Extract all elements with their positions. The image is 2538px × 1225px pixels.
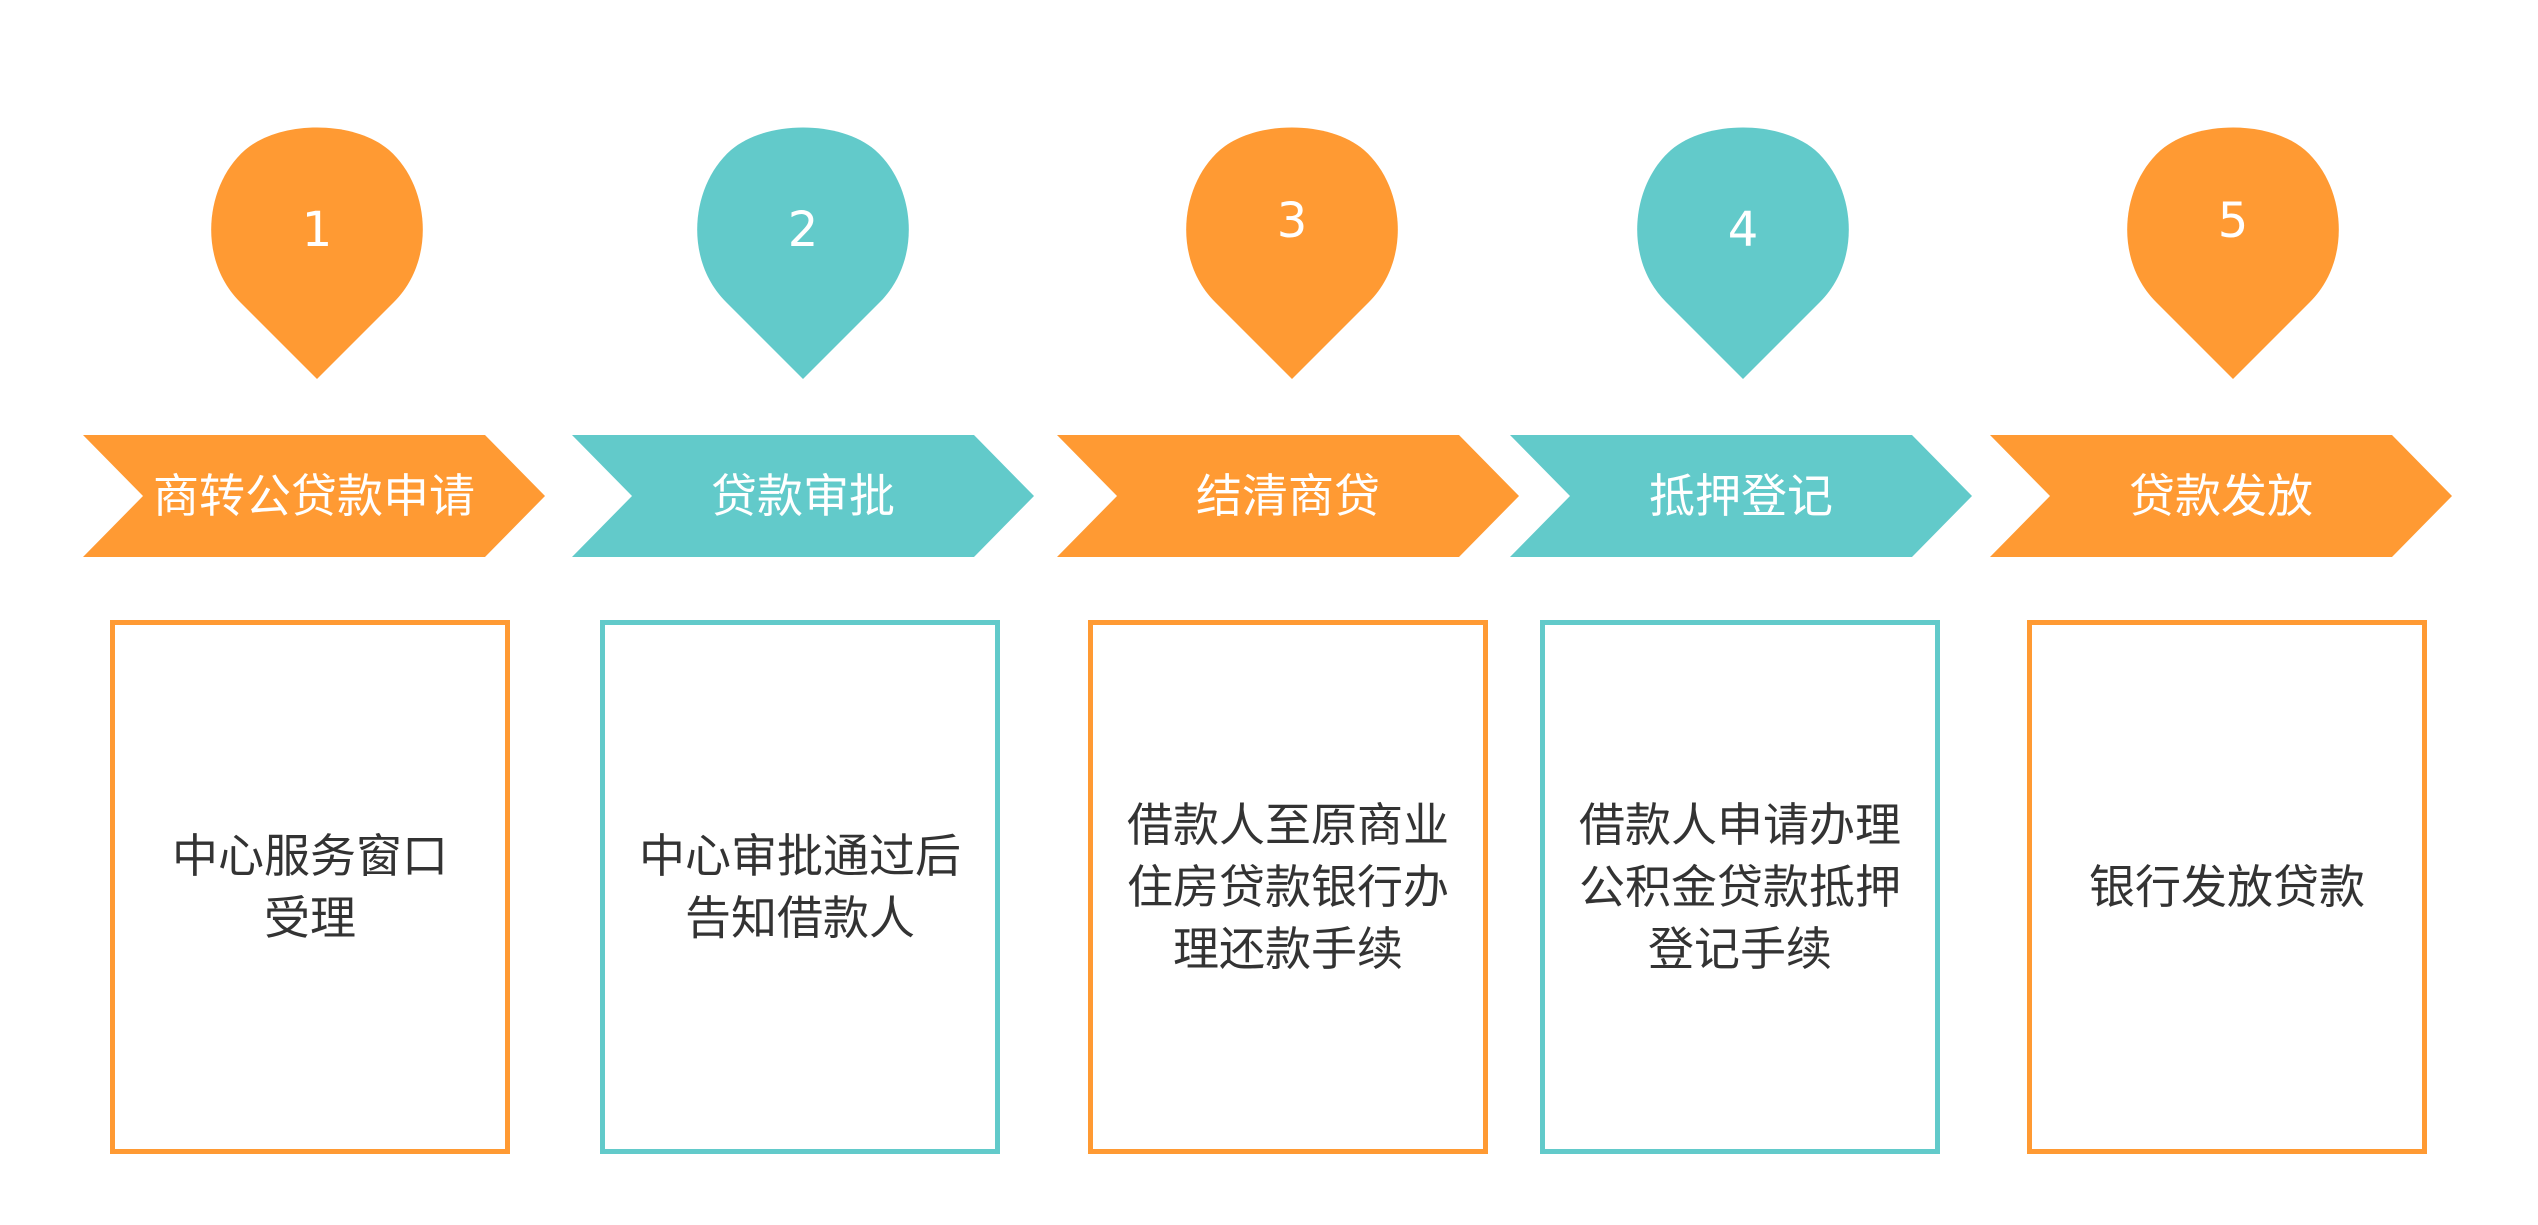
step-5-number: 5 bbox=[2217, 193, 2249, 249]
step-3-chevron-shape bbox=[1057, 435, 1519, 557]
step-4-title: 抵押登记 bbox=[1649, 469, 1833, 523]
step-1-title: 商转公贷款申请 bbox=[153, 469, 475, 523]
step-3-marker: 3 bbox=[1180, 115, 1404, 379]
step-4-number: 4 bbox=[1727, 202, 1759, 258]
step-1-description-box: 中心服务窗口受理 bbox=[110, 620, 510, 1154]
step-5-chevron-shape bbox=[1990, 435, 2452, 557]
step-3-header: 结清商贷 bbox=[1057, 435, 1519, 557]
step-5-marker: 5 bbox=[2121, 115, 2345, 379]
step-2-description: 中心审批通过后告知借款人 bbox=[639, 829, 961, 945]
step-3-pin-shape bbox=[1186, 127, 1398, 379]
step-1-chevron-shape bbox=[83, 435, 545, 557]
step-1-marker: 1 bbox=[205, 115, 429, 379]
step-1-pin-shape bbox=[211, 127, 423, 379]
step-3-description-box: 借款人至原商业住房贷款银行办理还款手续 bbox=[1088, 620, 1488, 1154]
step-5-pin-shape bbox=[2127, 127, 2339, 379]
step-1-description: 中心服务窗口受理 bbox=[172, 829, 448, 945]
step-4-description-box: 借款人申请办理公积金贷款抵押登记手续 bbox=[1540, 620, 1940, 1154]
step-2-header: 贷款审批 bbox=[572, 435, 1034, 557]
step-4-marker: 4 bbox=[1631, 115, 1855, 379]
step-3-number: 3 bbox=[1276, 193, 1308, 249]
step-2-number: 2 bbox=[787, 202, 819, 258]
step-2-title: 贷款审批 bbox=[711, 469, 895, 523]
step-4-header: 抵押登记 bbox=[1510, 435, 1972, 557]
step-5-header: 贷款发放 bbox=[1990, 435, 2452, 557]
step-1-number: 1 bbox=[301, 202, 333, 258]
step-5-title: 贷款发放 bbox=[2129, 469, 2313, 523]
step-4-description: 借款人申请办理公积金贷款抵押登记手续 bbox=[1579, 798, 1901, 976]
step-1-header: 商转公贷款申请 bbox=[83, 435, 545, 557]
step-2-description-box: 中心审批通过后告知借款人 bbox=[600, 620, 1000, 1154]
step-4-chevron-shape bbox=[1510, 435, 1972, 557]
step-2-pin-shape bbox=[697, 127, 909, 379]
step-2-chevron-shape bbox=[572, 435, 1034, 557]
step-5-description: 银行发放贷款 bbox=[2089, 860, 2365, 914]
step-5-description-box: 银行发放贷款 bbox=[2027, 620, 2427, 1154]
step-4-pin-shape bbox=[1637, 127, 1849, 379]
step-2-marker: 2 bbox=[691, 115, 915, 379]
step-3-title: 结清商贷 bbox=[1196, 469, 1380, 523]
step-3-description: 借款人至原商业住房贷款银行办理还款手续 bbox=[1127, 798, 1449, 976]
